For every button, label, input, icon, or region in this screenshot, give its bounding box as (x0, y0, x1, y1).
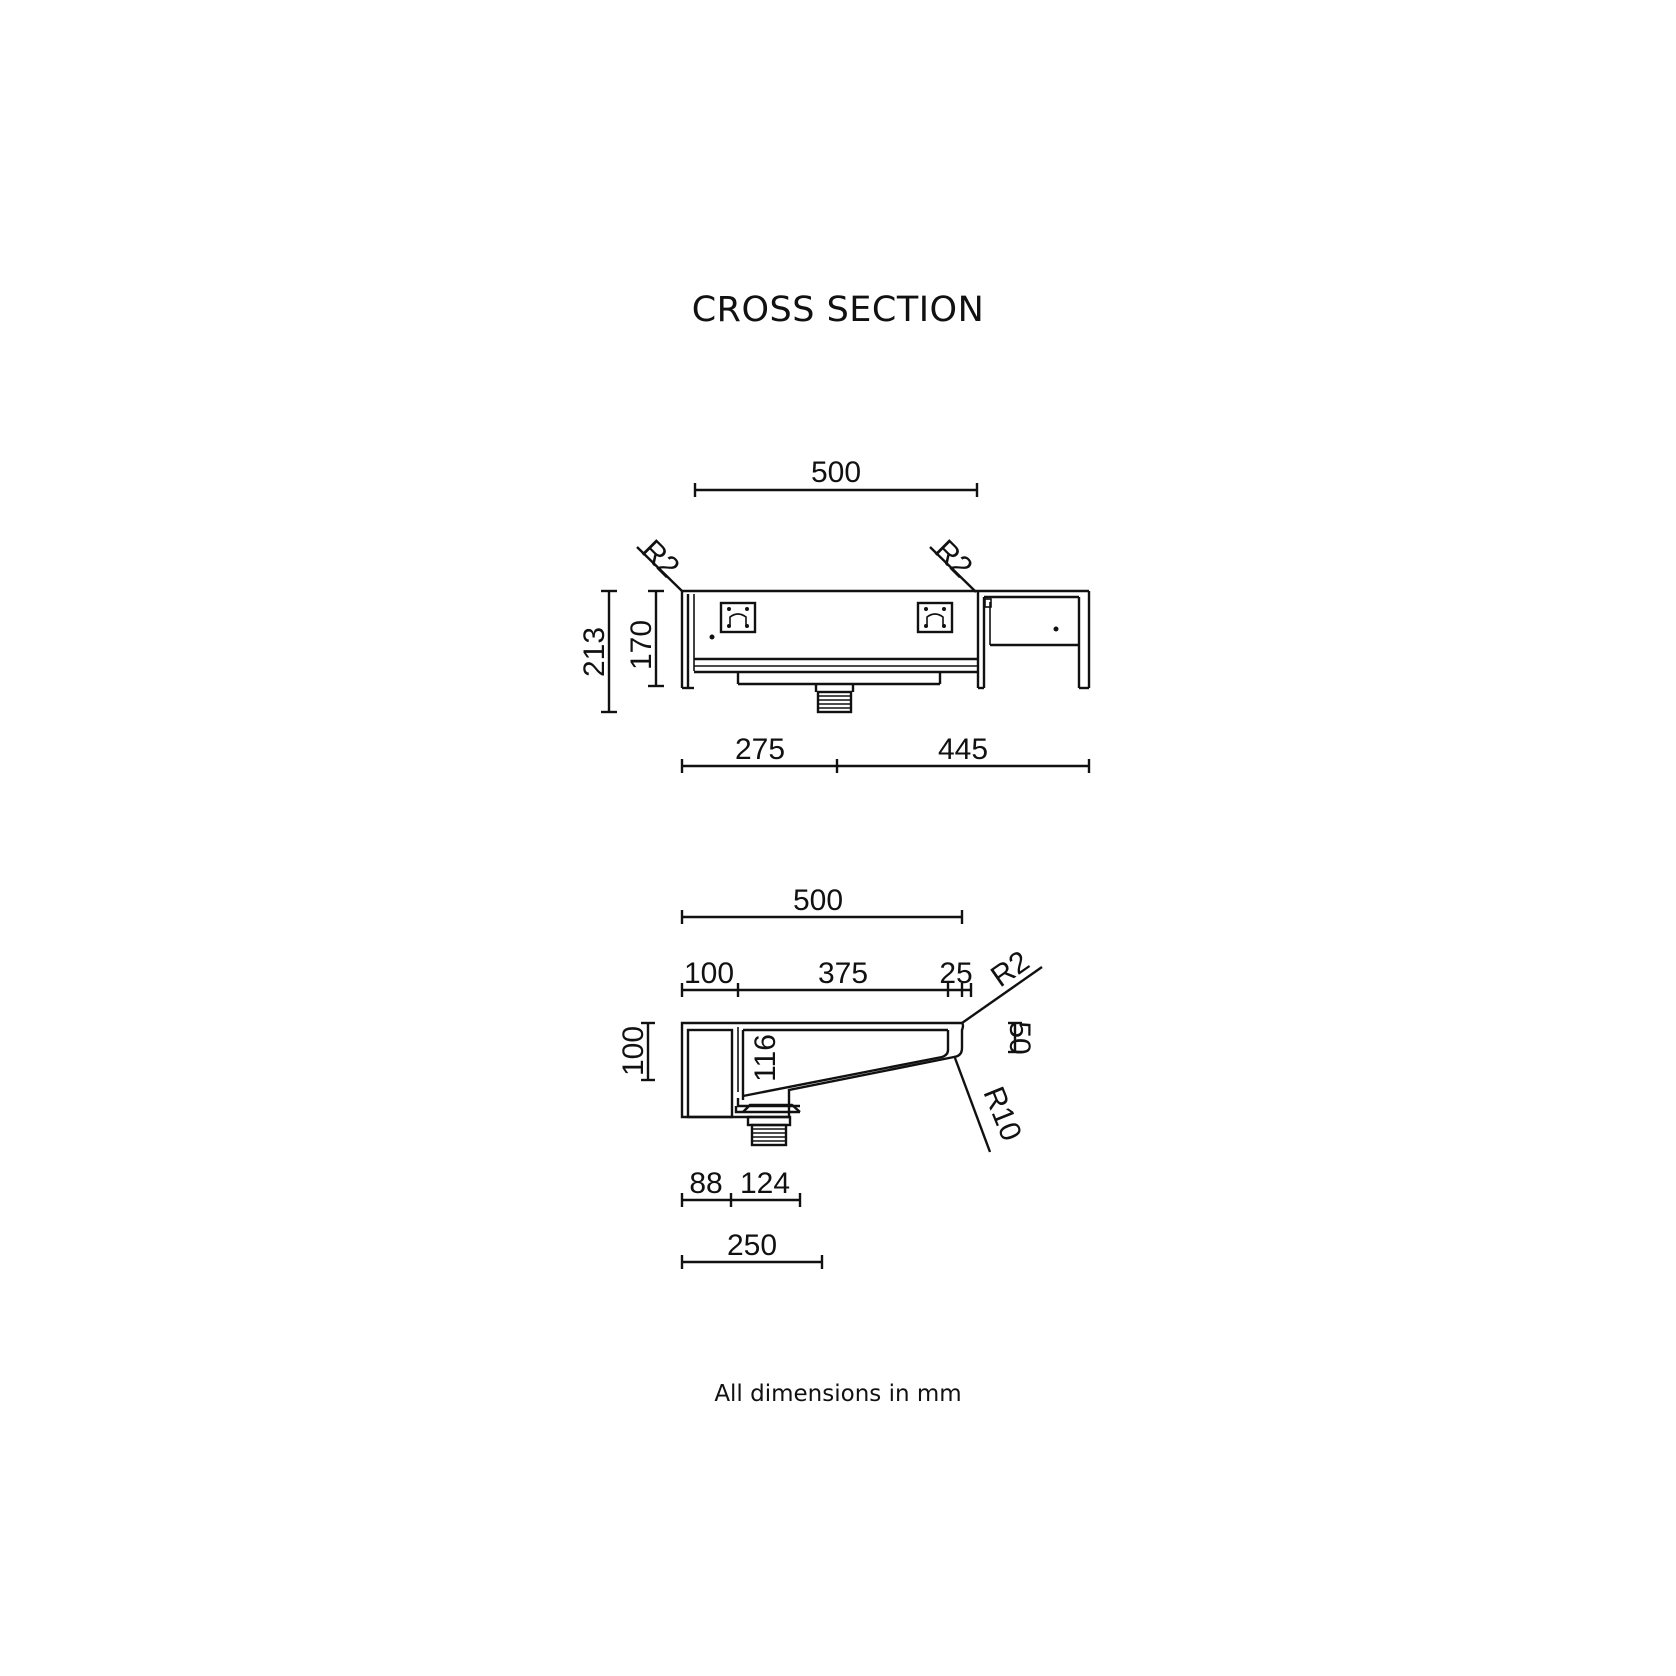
side-dim-segments: 100 375 25 (680, 957, 973, 997)
top-dim-500-label: 500 (811, 456, 861, 489)
top-basin-outline (680, 589, 1091, 690)
page-title: CROSS SECTION (691, 290, 985, 330)
top-drain (814, 684, 855, 714)
side-dim-124-label: 124 (740, 1167, 790, 1200)
side-dim-bottom-pair: 88 124 (680, 1167, 802, 1207)
top-dim-500: 500 (693, 456, 979, 497)
top-dim-213: 213 (578, 589, 617, 714)
side-dim-100-label: 100 (684, 957, 734, 990)
top-dim-275-label: 275 (735, 733, 785, 766)
top-view: 500 R2 R2 213 170 (578, 456, 1091, 773)
side-dim-500-label: 500 (793, 884, 843, 917)
side-radius-inner: R10 (953, 1057, 1028, 1153)
units-note: All dimensions in mm (714, 1381, 962, 1407)
bracket-left (719, 601, 757, 634)
side-dim-left-100: 100 (617, 1021, 655, 1082)
side-view: 500 100 375 25 R2 50 R1 (617, 884, 1043, 1269)
top-dim-bottom: 275 445 (680, 733, 1091, 773)
side-dim-left-100-label: 100 (617, 1026, 650, 1076)
side-dim-250-label: 250 (727, 1229, 777, 1262)
top-dim-445-label: 445 (938, 733, 988, 766)
top-radius-left: R2 (635, 534, 686, 593)
side-drain (746, 1115, 792, 1147)
side-radius-top: R2 (961, 945, 1043, 1024)
side-dim-50: 50 (1003, 1021, 1036, 1054)
side-basin-profile (680, 1021, 965, 1119)
side-dim-500: 500 (680, 884, 964, 924)
top-dim-170: 170 (625, 589, 664, 688)
side-dim-375-label: 375 (818, 957, 868, 990)
top-radius-left-label: R2 (635, 534, 685, 584)
bracket-right (916, 601, 954, 634)
side-dim-116: 116 (737, 1027, 782, 1092)
top-dim-170-label: 170 (625, 620, 658, 670)
side-dim-88-label: 88 (689, 1167, 722, 1200)
side-dim-250: 250 (680, 1229, 824, 1269)
top-dim-213-label: 213 (578, 627, 611, 677)
side-dim-116-label: 116 (749, 1034, 782, 1082)
side-dim-25-label: 25 (939, 957, 972, 990)
top-radius-right-label: R2 (928, 534, 978, 584)
top-radius-right: R2 (928, 534, 979, 593)
side-dim-50-label: 50 (1003, 1021, 1036, 1054)
side-radius-top-label: R2 (985, 945, 1035, 994)
